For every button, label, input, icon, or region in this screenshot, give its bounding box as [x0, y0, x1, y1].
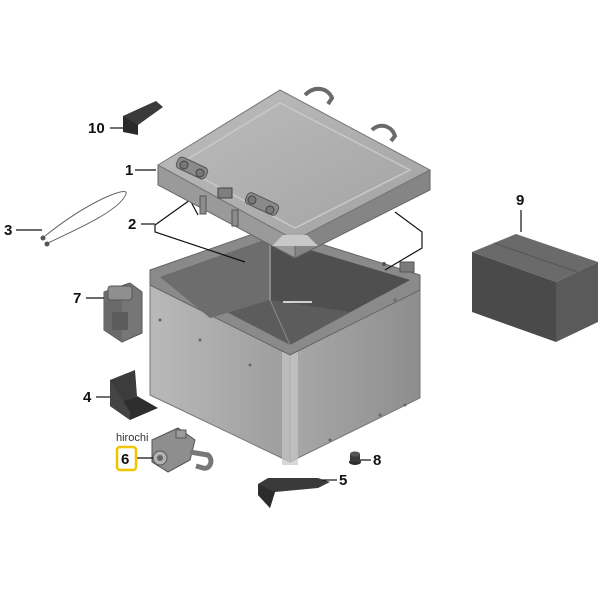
part-6-clamp [151, 427, 214, 473]
callout-1: 1 [125, 162, 133, 179]
callout-2: 2 [128, 216, 136, 233]
highlight-box [115, 445, 138, 472]
part-7-lock [103, 282, 143, 343]
part-8-foot [349, 451, 361, 465]
callout-6: 6 [121, 451, 129, 468]
callout-5: 5 [339, 472, 347, 489]
part-10-pad [123, 101, 163, 135]
callout-10: 10 [88, 120, 105, 137]
part-5-rail [258, 478, 330, 508]
callout-9: 9 [516, 192, 524, 209]
callout-7: 7 [73, 290, 81, 307]
part-3-cable [40, 190, 127, 247]
case-body [149, 227, 421, 465]
part-4-bracket [110, 370, 158, 420]
callout-8: 8 [373, 452, 381, 469]
part-9-bag [472, 234, 598, 342]
part-1-lid [157, 86, 432, 259]
watermark: hirochi [116, 432, 148, 444]
callout-3: 3 [4, 222, 12, 239]
callout-4: 4 [83, 389, 92, 406]
leader-lines [16, 127, 522, 481]
callout-labels: 10 1 2 3 7 4 6 5 8 9 hirochi [4, 120, 524, 489]
